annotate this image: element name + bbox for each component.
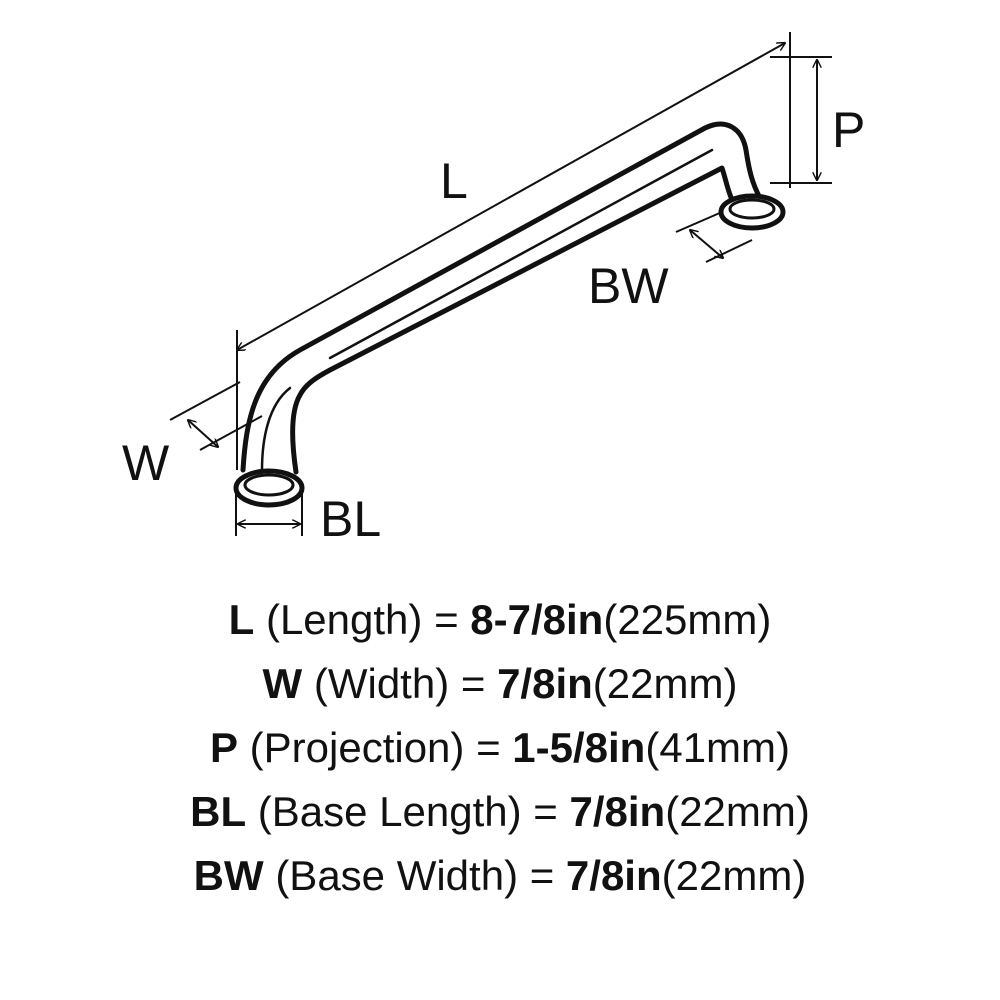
spec-metric: (225mm) [603,596,772,643]
spec-imperial: 7/8in [497,660,593,707]
spec-key: BW [193,852,264,899]
label-projection: P [832,102,865,158]
spec-metric: (22mm) [665,788,810,835]
spec-width: W (Width) = 7/8in(22mm) [0,652,1000,716]
spec-metric: (22mm) [592,660,738,707]
spec-metric: (22mm) [661,852,807,899]
label-width: W [122,435,170,491]
spec-name: (Base Width) = [263,852,566,899]
spec-length: L (Length) = 8-7/8in(225mm) [0,588,1000,652]
length-dimension-arrow [237,43,785,350]
spec-name: (Projection) = [238,724,513,771]
handle-dimension-diagram: L P BW W BL [122,32,865,547]
spec-key: L [228,596,255,643]
spec-projection: P (Projection) = 1-5/8in(41mm) [0,716,1000,780]
width-dimension-arrow [188,420,218,447]
handle-drawing [233,121,786,508]
label-base-width: BW [588,258,669,314]
dimension-lines [169,32,832,536]
spec-base-length: BL (Base Length) = 7/8in(22mm) [0,780,1000,844]
spec-imperial: 1-5/8in [512,724,646,771]
dimension-spec-list: L (Length) = 8-7/8in(225mm) W (Width) = … [0,588,1000,908]
spec-metric: (41mm) [645,724,791,771]
spec-key: BL [190,788,247,835]
spec-name: (Width) = [302,660,498,707]
spec-key: W [262,660,303,707]
spec-key: P [209,724,238,771]
spec-imperial: 7/8in [565,852,662,899]
spec-name: (Base Length) = [246,788,570,835]
spec-base-width: BW (Base Width) = 7/8in(22mm) [0,844,1000,908]
spec-imperial: 7/8in [569,788,666,835]
label-base-length: BL [320,491,381,547]
label-length: L [440,153,468,209]
base-width-dimension-arrow [690,230,723,258]
spec-imperial: 8-7/8in [470,596,604,643]
spec-name: (Length) = [254,596,471,643]
